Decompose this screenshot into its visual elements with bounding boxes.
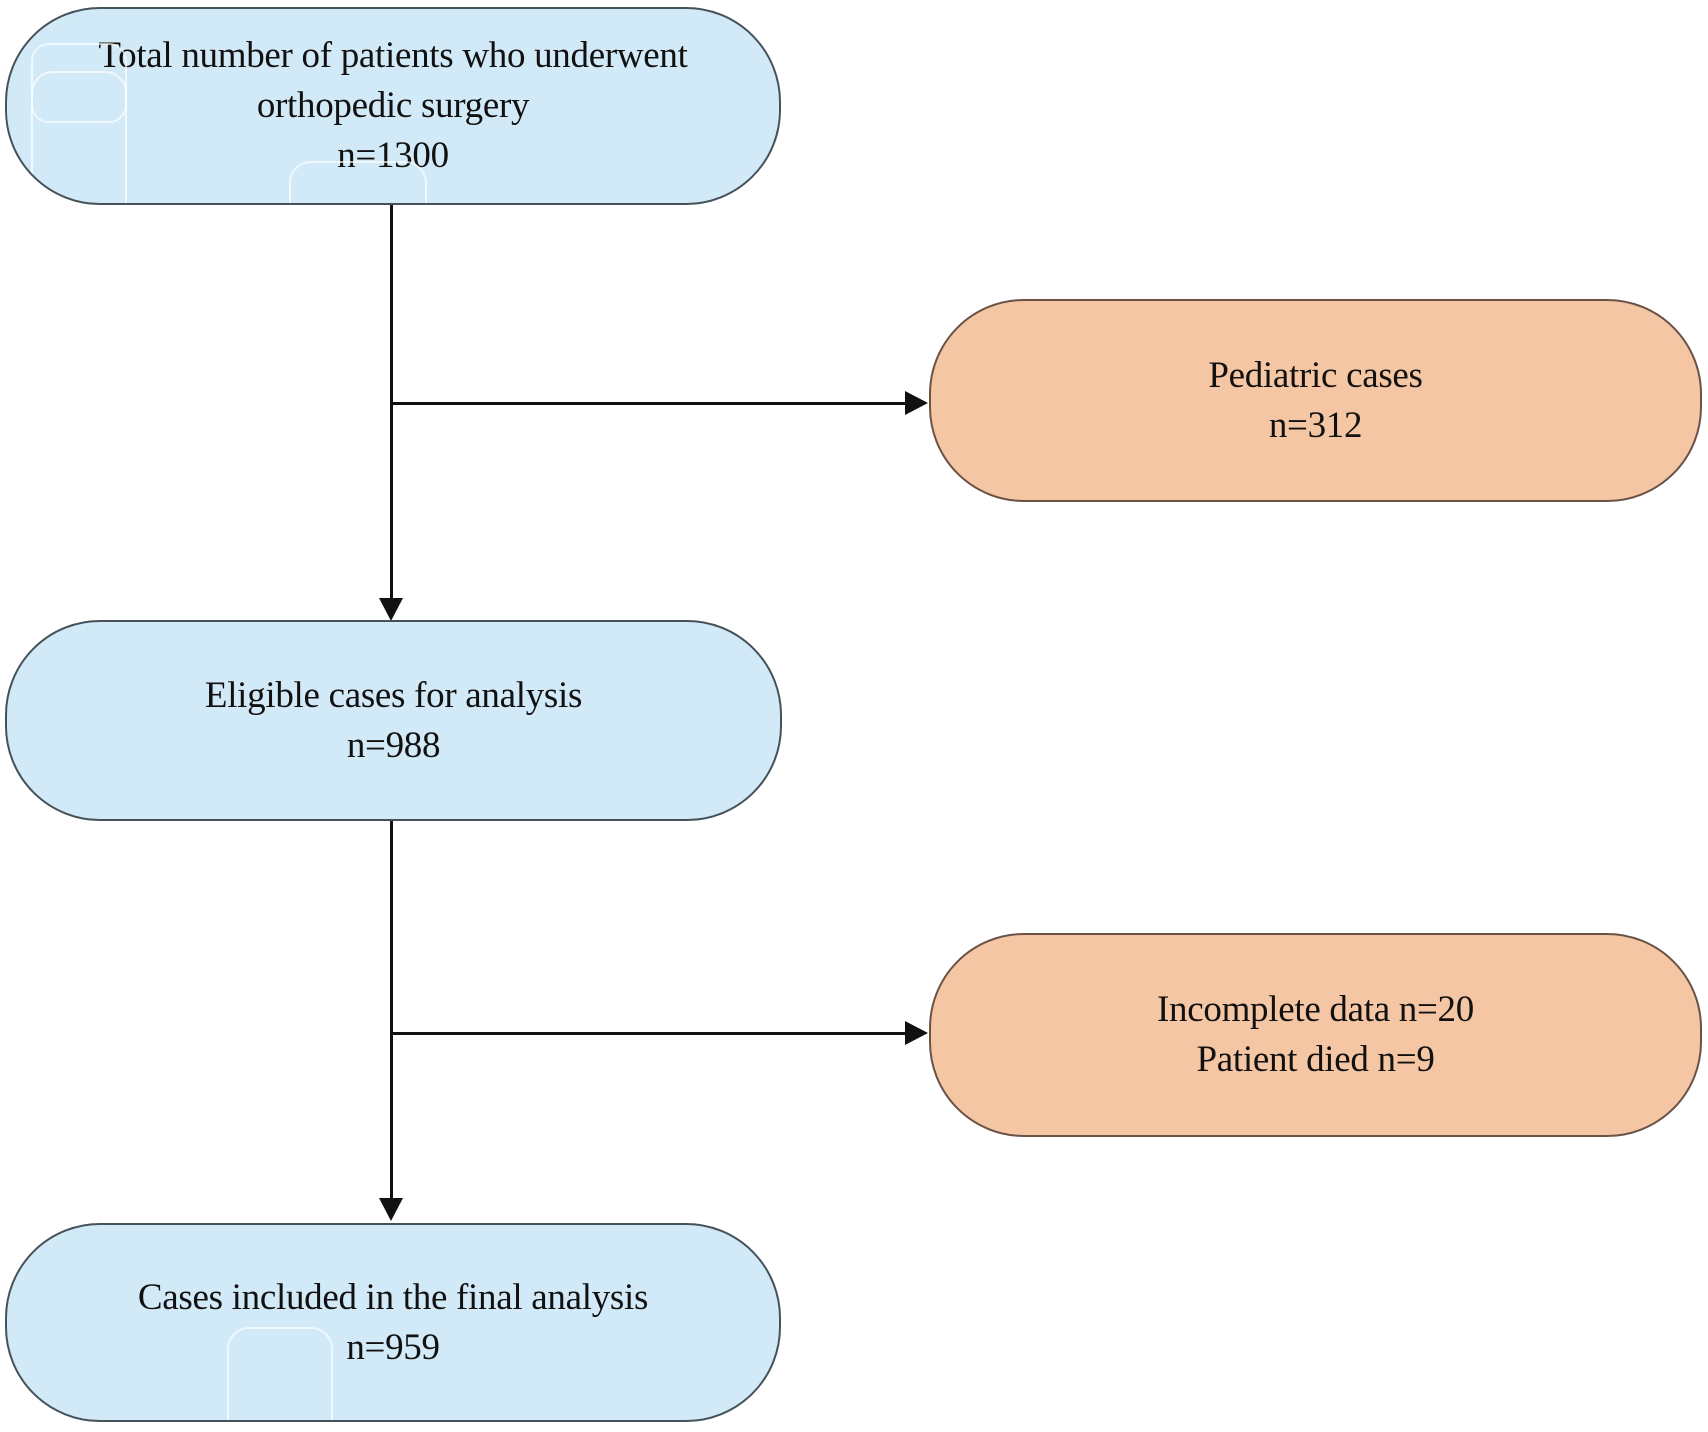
node-text-line: Incomplete data n=20 (1157, 989, 1474, 1030)
watermark-artifact (289, 161, 427, 203)
node-text-line: Pediatric cases (1208, 354, 1423, 396)
node-incomplete-died-excluded: Incomplete data n=20 Patient died n=9 (929, 933, 1702, 1137)
arrow-right-icon (905, 391, 928, 415)
node-text-line: n=959 (346, 1326, 440, 1368)
node-text-line: Cases included in the final analysis (137, 1276, 649, 1318)
node-eligible-cases: Eligible cases for analysis n=988 (5, 620, 782, 821)
node-text-line: n=312 (1268, 404, 1363, 446)
edge-eligible-to-final-line (390, 821, 393, 1201)
node-total-patients: Total number of patients who underwent o… (5, 7, 781, 205)
watermark-artifact (31, 71, 127, 203)
node-final-analysis: Cases included in the final analysis n=9… (5, 1223, 781, 1422)
node-text-line: Total number of patients who underwent (98, 35, 688, 76)
arrow-down-icon (379, 598, 403, 621)
node-text-line: Patient died n=9 (1196, 1039, 1435, 1080)
arrow-down-icon (379, 1198, 403, 1221)
node-text-line: n=988 (346, 724, 441, 766)
watermark-artifact (227, 1327, 333, 1420)
node-text-line: Eligible cases for analysis (204, 674, 583, 716)
arrow-right-icon (905, 1021, 928, 1045)
node-pediatric-excluded: Pediatric cases n=312 (929, 299, 1702, 502)
node-text-line: n=1300 (337, 135, 449, 176)
edge-eligible-to-excluded-line (391, 1032, 907, 1035)
node-text-line: orthopedic surgery (256, 85, 530, 126)
edge-total-to-pediatric-line (391, 402, 907, 405)
